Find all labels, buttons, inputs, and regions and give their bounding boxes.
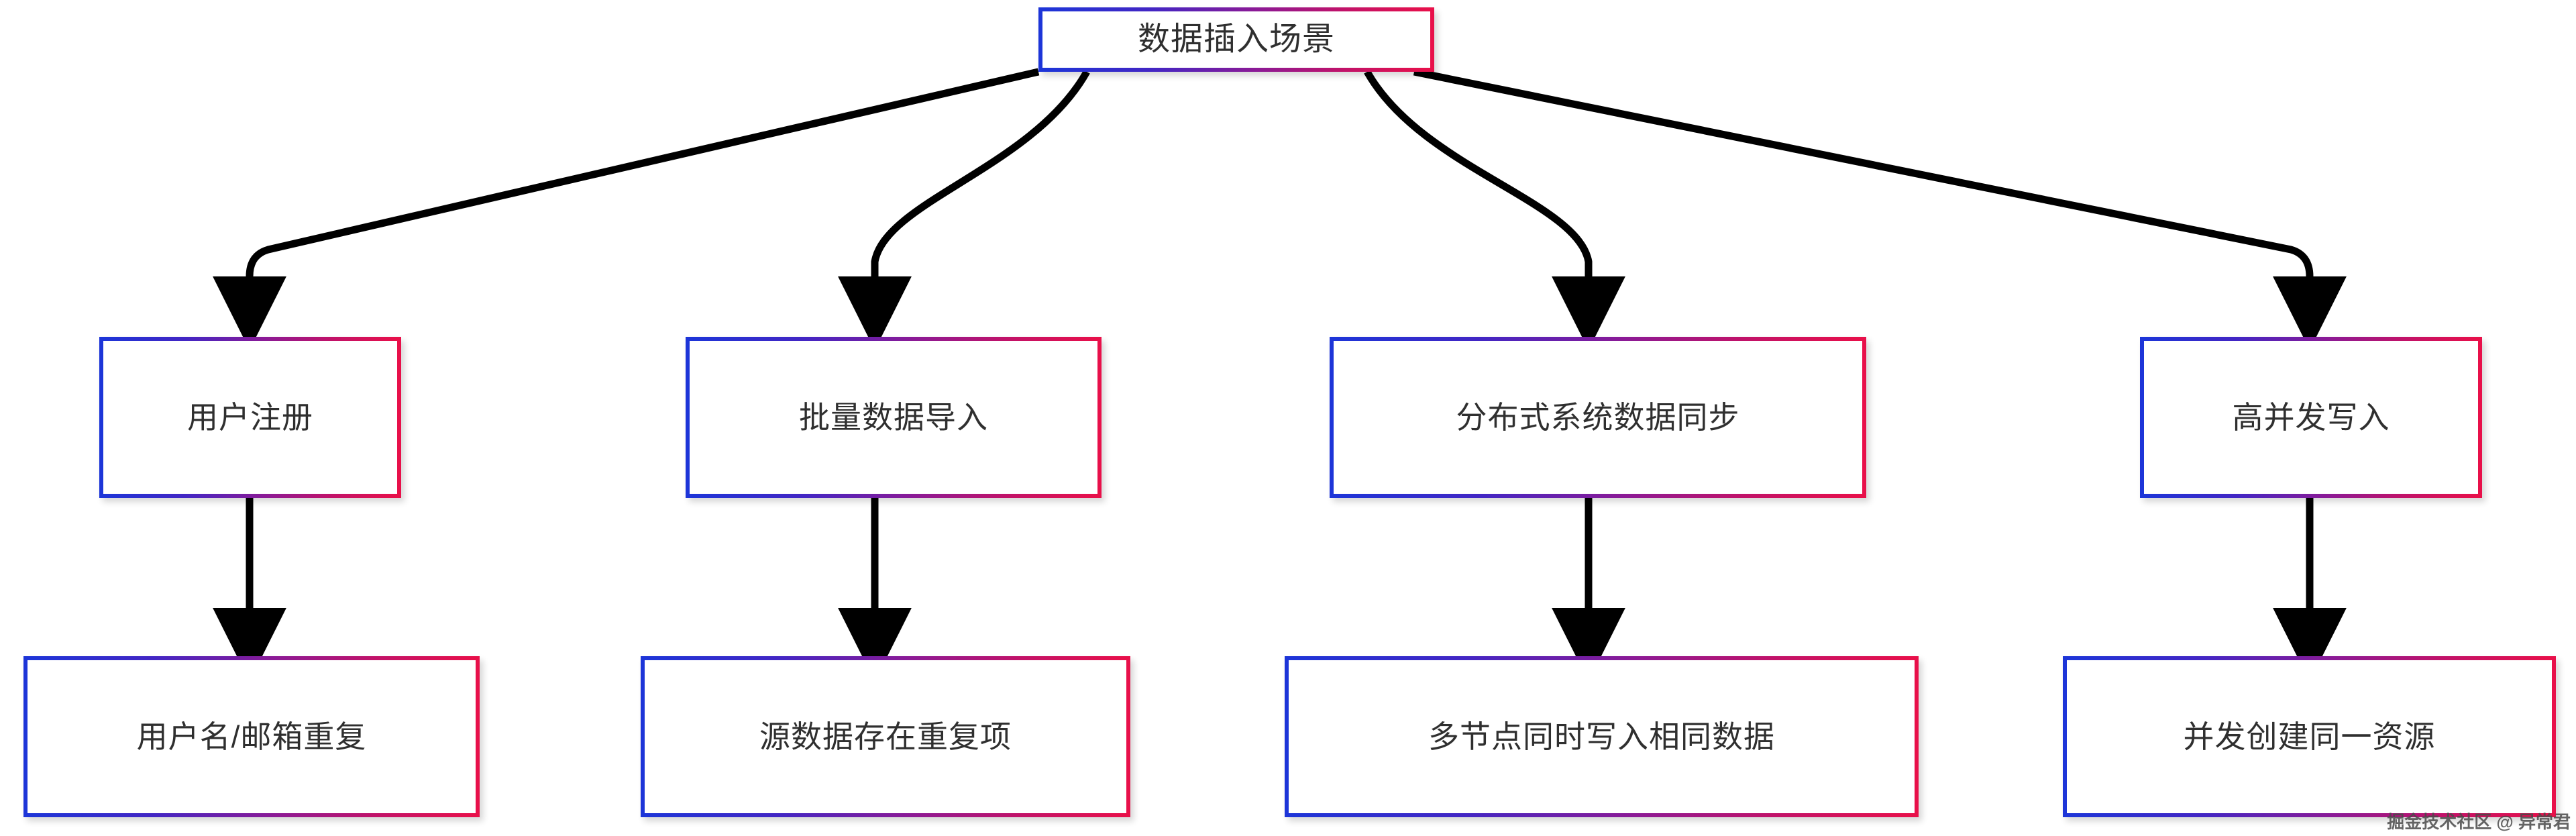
node-detail-1[interactable]: 用户名/邮箱重复 xyxy=(23,656,480,817)
node-root-label: 数据插入场景 xyxy=(1137,21,1335,57)
node-scenario-3[interactable]: 分布式系统数据同步 xyxy=(1330,337,1866,498)
node-detail-4[interactable]: 并发创建同一资源 xyxy=(2063,656,2556,817)
node-detail-2[interactable]: 源数据存在重复项 xyxy=(641,656,1130,817)
node-scenario-4[interactable]: 高并发写入 xyxy=(2140,337,2482,498)
node-detail-2-label: 源数据存在重复项 xyxy=(759,719,1012,754)
node-detail-3-label: 多节点同时写入相同数据 xyxy=(1428,719,1775,754)
node-scenario-1-label: 用户注册 xyxy=(187,399,313,435)
node-root[interactable]: 数据插入场景 xyxy=(1038,7,1434,72)
watermark: 掘金技术社区 @ 异常君 xyxy=(2387,812,2571,832)
node-detail-1-label: 用户名/邮箱重复 xyxy=(136,719,367,754)
node-detail-3[interactable]: 多节点同时写入相同数据 xyxy=(1285,656,1919,817)
node-detail-4-label: 并发创建同一资源 xyxy=(2183,719,2436,754)
edge-root-to-scenario-2 xyxy=(838,70,1090,350)
node-scenario-2[interactable]: 批量数据导入 xyxy=(686,337,1102,498)
node-scenario-2-label: 批量数据导入 xyxy=(799,399,988,435)
node-scenario-1[interactable]: 用户注册 xyxy=(99,337,401,498)
edge-root-to-scenario-3 xyxy=(1364,70,1625,350)
node-scenario-4-label: 高并发写入 xyxy=(2232,399,2390,435)
edge-root-to-scenario-1 xyxy=(213,68,1040,350)
edge-root-to-scenario-4 xyxy=(1413,68,2347,350)
node-scenario-3-label: 分布式系统数据同步 xyxy=(1456,399,1740,435)
